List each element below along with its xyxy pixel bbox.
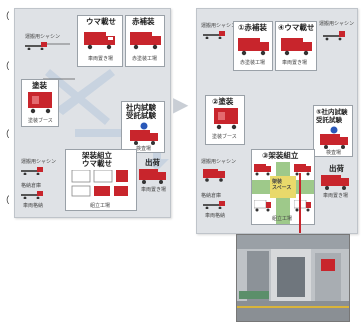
margin-mark-1: （ (0, 12, 10, 22)
before-finish-label: 架装組立 ウマ載せ (82, 152, 112, 168)
after-uma-sub: 車両置き場 (282, 60, 307, 66)
after-coating-area: ②塗装 塗装ブース (205, 95, 245, 145)
truck-icon (130, 30, 162, 50)
assembly-photo-image (237, 235, 349, 321)
before-inhouse-sub: 検査場 (136, 146, 151, 152)
assembly-space-photo (236, 234, 350, 322)
before-uma-label: ウマ載せ (86, 18, 116, 26)
chassis-icon (323, 31, 347, 41)
before-paint-area: 赤補装 赤塗装工場 (125, 15, 165, 67)
after-assembly-sub: 組立工場 (272, 216, 292, 222)
chassis-icon (21, 167, 45, 175)
after-uma-area: ④ウマ載せ 車両置き場 (275, 21, 317, 71)
chassis-icon (25, 42, 49, 50)
margin-mark-3: （ (0, 130, 10, 140)
before-coating-sub: 塗装ブース (28, 118, 53, 124)
after-ship-sub: 車両置き場 (323, 193, 348, 199)
after-ship-label: 出荷 (329, 165, 344, 173)
truck-icon (281, 36, 313, 56)
after-paint-sub: 赤塗装工場 (240, 60, 265, 66)
before-storage-label: 格納倉庫 (21, 183, 41, 189)
chassis-icon (21, 191, 45, 199)
before-coating-area: 塗装 塗装ブース (21, 79, 59, 127)
truck-icon (84, 30, 116, 50)
truck-icon (130, 130, 160, 146)
after-center-label: 架装 スペース (272, 179, 291, 191)
after-storage-label: 格納倉庫 (201, 193, 221, 199)
after-chassis-top2-label: 運搬用シャシン (319, 21, 354, 27)
before-chassis-left-label: 運搬用シャシン (21, 159, 56, 165)
after-uma-label: ④ウマ載せ (278, 24, 314, 32)
truck-icon (294, 200, 312, 212)
warning-lamp-icon (140, 122, 148, 130)
after-chassis-left-label: 運搬用シャシン (201, 159, 236, 165)
truck-icon (254, 164, 272, 176)
transition-arrow: ▶ (173, 92, 188, 116)
truck-icon (320, 134, 350, 150)
before-ship-label: 出荷 (145, 159, 160, 167)
truck-icon (203, 169, 227, 183)
chassis-icon (203, 201, 227, 209)
chassis-icon (203, 31, 227, 39)
before-inhouse-test-area: 社内試験 受託試験 検査場 (121, 101, 165, 153)
after-paint-label: ①赤補装 (238, 24, 267, 32)
after-coating-sub: 塗装ブース (212, 134, 237, 140)
after-paint-area: ①赤補装 赤塗装工場 (233, 21, 273, 71)
truck-icon (254, 200, 272, 212)
photo-pointer-line (299, 173, 301, 233)
after-inhouse-label: ⑤社内試験 受託試験 (316, 108, 348, 124)
truck-icon (238, 36, 270, 56)
before-uma-area: ウマ載せ 車両置き場 (77, 15, 123, 67)
before-uma-sub: 車両置き場 (88, 56, 113, 62)
after-chassis-left2-label: 車両格納 (205, 213, 225, 219)
before-coating-label: 塗装 (32, 82, 47, 90)
after-layout-panel: 運搬用シャシン ①赤補装 赤塗装工場 ④ウマ載せ 車両置き場 運搬用シャシン ②… (196, 8, 358, 234)
cargo-truck-icon (70, 170, 134, 200)
before-chassis-top-label: 運搬用シャシン (25, 34, 60, 40)
truck-icon (321, 175, 351, 191)
after-finish-label: ③架装組立 (262, 152, 298, 160)
margin-mark-4: （ (0, 196, 10, 206)
after-inhouse-sub: 検査場 (326, 150, 341, 156)
after-coating-label: ②塗装 (212, 98, 233, 106)
before-assembly-area: 架装組立 ウマ載せ 組立工場 (65, 149, 137, 211)
before-finish-sub: 組立工場 (90, 203, 110, 209)
before-layout-panel: 運搬用シャシン ウマ載せ 車両置き場 赤補装 赤塗装工場 塗装 (14, 8, 171, 218)
before-ship-sub: 車両置き場 (141, 187, 166, 193)
before-paint-label: 赤補装 (132, 18, 155, 26)
margin-mark-2: （ (0, 62, 10, 72)
cargo-truck-icon (26, 92, 56, 114)
truck-icon (139, 169, 167, 185)
after-inhouse-test-area: ⑤社内試験 受託試験 検査場 (313, 105, 353, 157)
before-inhouse-label: 社内試験 受託試験 (126, 104, 156, 120)
before-chassis-bottom-label: 車両格納 (23, 203, 43, 209)
after-chassis-top-label: 運搬用シャシン (201, 23, 236, 29)
before-paint-sub: 赤塗装工場 (132, 56, 157, 62)
truck-icon (294, 164, 312, 176)
cargo-truck-icon (212, 108, 242, 130)
after-assembly-area: ③架装組立 架装 スペース 組立工場 (251, 149, 315, 225)
warning-lamp-icon (330, 126, 338, 134)
